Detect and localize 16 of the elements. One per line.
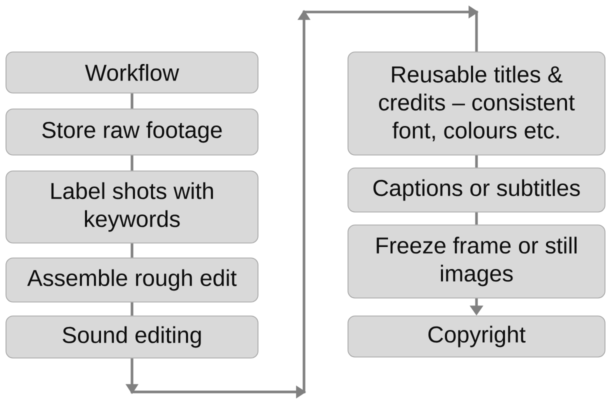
process-box: Workflow	[6, 52, 258, 94]
connector-line	[130, 93, 134, 109]
connector-line	[475, 155, 478, 168]
process-box: Captions or subtitles	[348, 168, 606, 212]
process-box: Store raw footage	[6, 108, 258, 156]
process-box: Sound editing	[6, 316, 258, 358]
process-box: Freeze frame or still images	[348, 224, 606, 298]
process-box: Reusable titles & credits – consistent font, colours etc.	[348, 52, 606, 156]
connector-line	[130, 302, 134, 316]
process-box: Label shots with keywords	[6, 170, 258, 244]
process-box: Assemble rough edit	[6, 258, 258, 302]
connector-line	[475, 212, 478, 225]
arrow	[126, 6, 479, 398]
process-box: Copyright	[348, 316, 606, 358]
connector-line	[130, 243, 134, 258]
connector-line	[130, 155, 134, 171]
